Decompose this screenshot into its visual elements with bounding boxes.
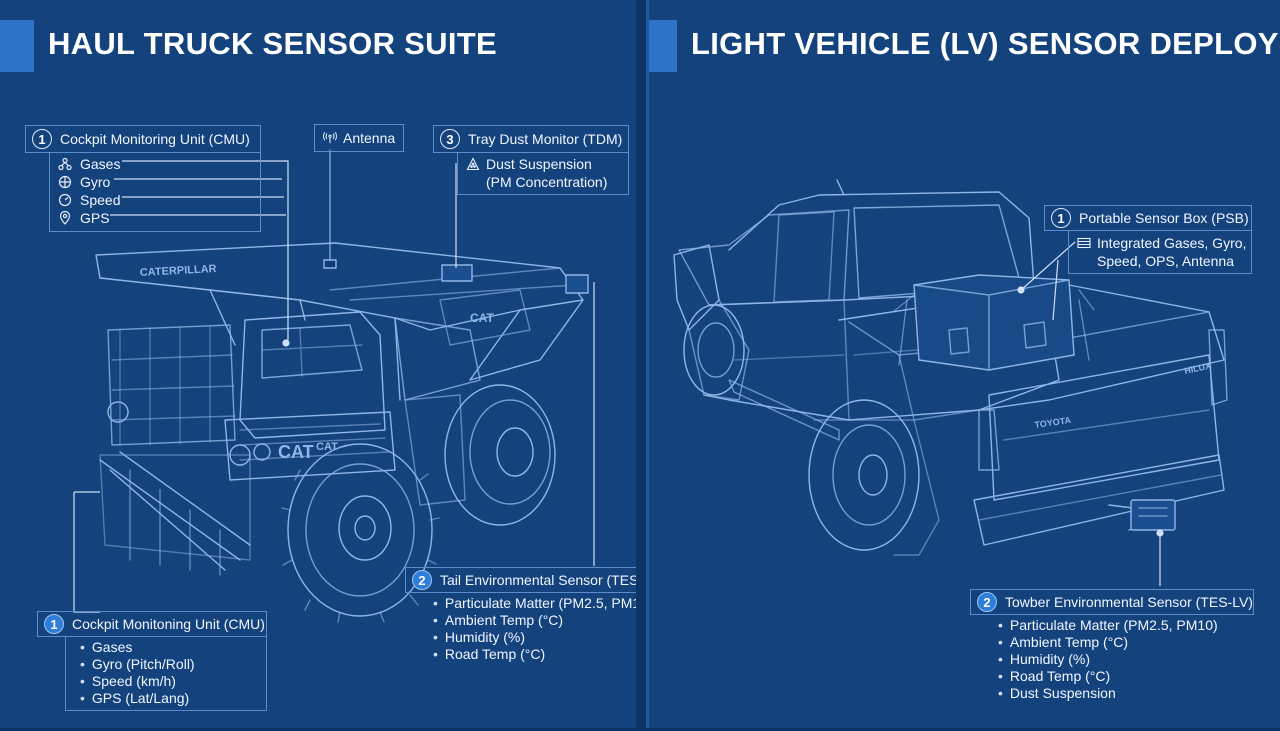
title-accent-block [0,20,34,72]
tes-item-ambient: Ambient Temp (°C) [433,612,636,629]
cmu-number-badge: 1 [32,129,52,149]
tes-lv-number-badge: 2 [977,592,997,612]
gyro-icon [58,175,72,189]
dust-icon [466,157,480,171]
tes-number-badge: 2 [412,570,432,590]
tdm-line-1: Dust Suspension [486,156,592,172]
cmu-callout-bottom: 1 Cockpit Monitoning Unit (CMU) Gases Gy… [36,610,268,713]
tray-logo: CAT [470,311,494,325]
truck-cab [239,311,386,439]
tes-item-pm: Particulate Matter (PM2.5, PM10) [433,595,636,612]
lv-front-wheel [683,304,745,396]
sensor-box-icon [1077,236,1091,250]
lv-tailgate [988,354,1220,501]
rear-wheel [444,384,556,526]
cmu-item-gyro: Gyro [58,173,252,191]
cmu-item-speed: Speed [58,191,252,209]
gases-icon [58,157,72,171]
haul-truck-title: HAUL TRUCK SENSOR SUITE [48,26,497,61]
truck-tray-canopy [95,242,584,331]
light-vehicle-title: LIGHT VEHICLE (LV) SENSOR DEPLOYMENT [691,26,1280,61]
tes-lv-item-humidity: Humidity (%) [998,651,1254,668]
haul-truck-drawing: CATERPILLAR CAT CAT CAT [73,149,595,623]
tdm-title: Tray Dust Monitor (TDM) [468,131,623,147]
cmu-bottom-item-speed: Speed (km/h) [80,673,258,690]
tes-callout: 2 Tail Environmental Sensor (TES) Partic… [404,566,640,663]
antenna-icon [323,131,337,145]
cab-logo: CAT [316,441,338,453]
tes-lv-item-pm: Particulate Matter (PM2.5, PM10) [998,617,1254,634]
lv-badge-text: HILUX [1183,361,1211,376]
cmu-bottom-item-gases: Gases [80,639,258,656]
title-accent-block [649,20,677,72]
tes-lv-item-dust: Dust Suspension [998,685,1254,702]
cmu-title: Cockpit Monitoring Unit (CMU) [60,131,250,147]
tes-title: Tail Environmental Sensor (TES) [440,572,640,588]
lv-cab-roof [728,191,1035,286]
antenna-callout: Antenna [314,124,405,152]
tes-lv-item-road: Road Temp (°C) [998,668,1254,685]
light-vehicle-panel: LIGHT VEHICLE (LV) SENSOR DEPLOYMENT [646,0,1280,731]
cmu-item-gps: GPS [58,209,252,227]
psb-line-2: Speed, OPS, Antenna [1097,253,1234,269]
cmu-bottom-item-gps: GPS (Lat/Lang) [80,690,258,707]
cmu-item-gases: Gases [58,155,252,173]
antenna-label: Antenna [343,130,396,146]
tdm-callout: 3 Tray Dust Monitor (TDM) Dust Suspensio… [432,124,630,195]
gps-pin-icon [58,211,72,225]
tes-lv-item-ambient: Ambient Temp (°C) [998,634,1254,651]
lv-rear-wheel [808,399,920,551]
bottom-accent-bar [0,728,1280,731]
panel-divider [640,0,646,731]
psb-title: Portable Sensor Box (PSB) [1079,210,1249,226]
psb-line-1: Integrated Gases, Gyro, [1097,235,1247,251]
cmu-callout-top: 1 Cockpit Monitoring Unit (CMU) Gases Gy… [24,124,261,232]
truck-brand-text: CATERPILLAR [140,263,217,279]
front-wheel [287,443,433,617]
tes-lv-box [1130,499,1176,531]
speed-icon [58,193,72,207]
cmu-bottom-number-badge: 1 [44,614,64,634]
lv-body-side [703,289,1060,421]
psb-number-badge: 1 [1051,208,1071,228]
tdm-number-badge: 3 [440,129,460,149]
grille-logo: CAT [278,442,314,462]
cmu-bottom-title: Cockpit Monitoning Unit (CMU) [72,616,265,632]
light-vehicle-drawing: TOYOTA HILUX [673,179,1228,586]
psb-callout: 1 Portable Sensor Box (PSB) Integrated G… [1043,204,1253,276]
tes-item-road: Road Temp (°C) [433,646,636,663]
tes-lv-callout: 2 Towber Environmental Sensor (TES-LV) P… [969,588,1255,706]
tes-item-humidity: Humidity (%) [433,629,636,646]
psb-box [913,274,1075,371]
cmu-bottom-item-gyro: Gyro (Pitch/Roll) [80,656,258,673]
tes-lv-title: Towber Environmental Sensor (TES-LV) [1005,594,1253,610]
haul-truck-panel: HAUL TRUCK SENSOR SUITE [0,0,640,731]
tdm-line-2: (PM Concentration) [486,174,608,190]
lv-brand-text: TOYOTA [1034,415,1072,430]
